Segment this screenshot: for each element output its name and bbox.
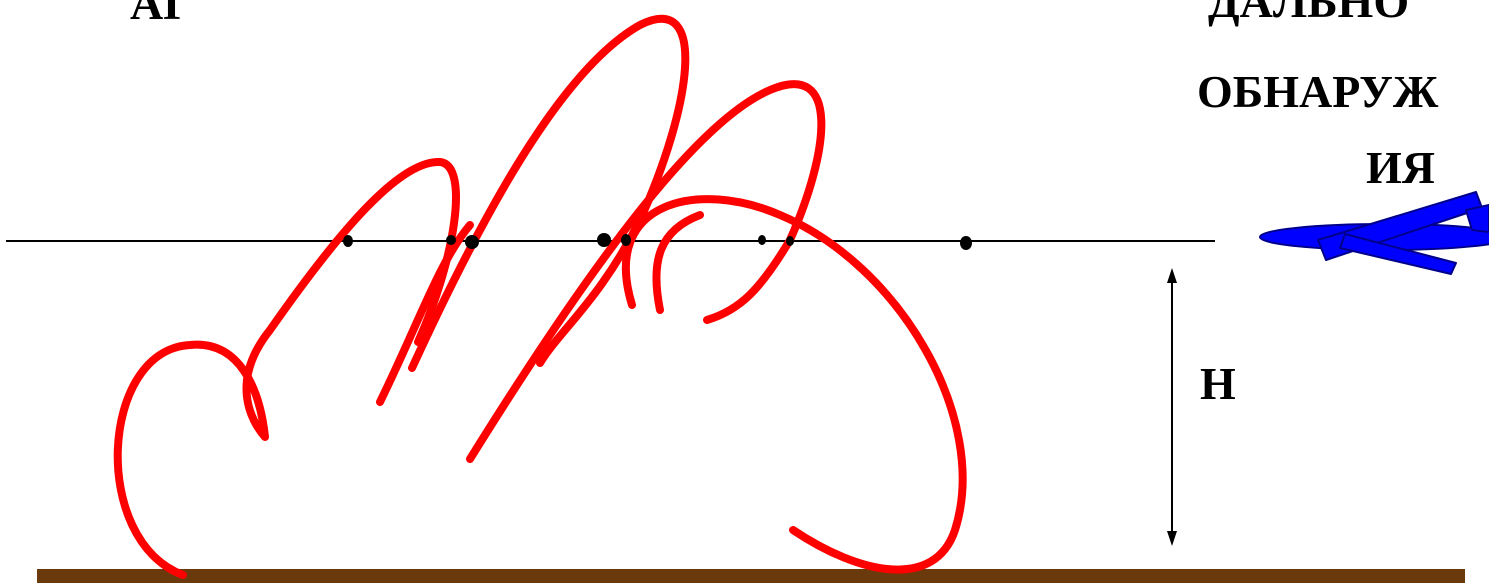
aircraft-icon (1260, 192, 1489, 274)
detection-point-4 (597, 233, 611, 247)
height-label: H (1200, 358, 1236, 409)
burst-trails (118, 19, 963, 575)
detection-point-3 (465, 235, 479, 249)
detection-title-line-3: ИЯ (1366, 142, 1435, 193)
detection-point-1 (343, 235, 353, 247)
top-left-label-fragment: АГ (130, 0, 193, 29)
detection-point-5 (621, 234, 631, 246)
detection-point-8 (960, 236, 972, 250)
burst-trail-2 (380, 225, 470, 402)
burst-trail-5 (656, 215, 700, 310)
detection-title-line-1: ДАЛЬНО (1208, 0, 1409, 27)
detection-point-7 (786, 236, 794, 246)
detection-point-2 (446, 235, 456, 245)
detection-title-line-2: ОБНАРУЖ (1197, 66, 1439, 117)
burst-trail-1 (118, 162, 456, 575)
burst-trail-4 (470, 84, 821, 459)
detection-point-6 (758, 235, 766, 245)
burst-trail-6 (626, 199, 963, 569)
ground-strip (37, 569, 1465, 583)
height-arrow (1167, 268, 1177, 546)
